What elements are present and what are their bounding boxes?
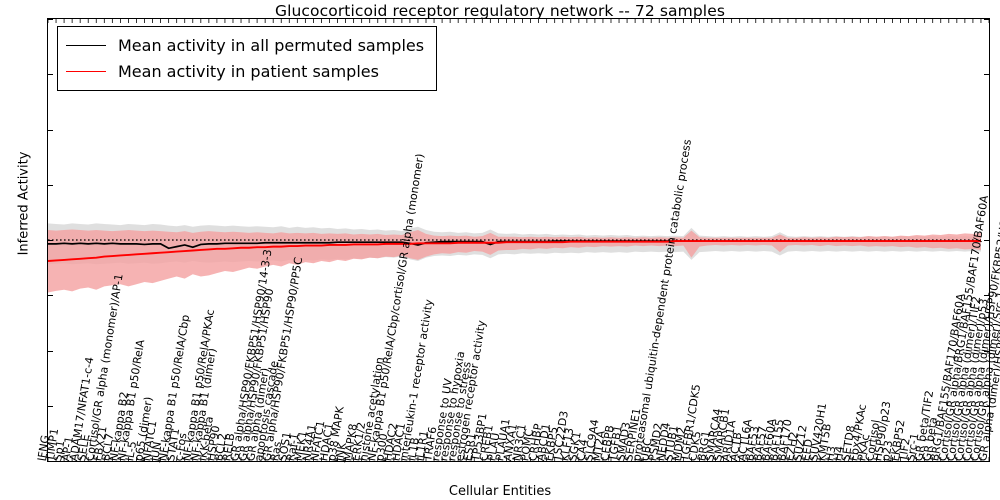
y-tick-mark	[48, 74, 53, 76]
plot-svg	[48, 19, 989, 461]
y-tick-mark	[48, 19, 53, 20]
y-axis-label: Inferred Activity	[16, 151, 32, 256]
plot-area: 43210−1−2−3−4	[47, 18, 990, 462]
y-tick-mark	[48, 129, 53, 131]
y-tick-mark	[48, 350, 53, 352]
legend-item-permuted: Mean activity in all permuted samples	[66, 32, 424, 58]
y-tick-mark	[984, 461, 989, 462]
y-tick-mark	[984, 405, 989, 407]
y-tick-mark	[984, 350, 989, 352]
y-tick-mark	[48, 240, 53, 241]
y-tick-mark	[984, 295, 989, 297]
y-tick-mark	[48, 405, 53, 407]
y-tick-mark	[48, 461, 53, 462]
chart-title: Glucocorticoid receptor regulatory netwo…	[274, 2, 726, 20]
patient-mean-line	[48, 240, 981, 262]
y-tick-mark	[984, 74, 989, 76]
legend-label-permuted: Mean activity in all permuted samples	[118, 35, 425, 55]
y-tick-mark	[984, 240, 989, 241]
chart-legend: Mean activity in all permuted samples Me…	[57, 26, 438, 91]
y-tick-mark	[984, 184, 989, 186]
y-tick-mark	[984, 129, 989, 131]
patient-samples-band	[48, 229, 981, 293]
y-tick-mark	[984, 19, 989, 20]
x-axis-tick-marks	[48, 19, 989, 461]
legend-swatch-permuted	[66, 44, 106, 46]
legend-swatch-patient	[66, 70, 106, 72]
y-tick-mark	[48, 295, 53, 297]
y-tick-mark	[48, 184, 53, 186]
legend-item-patient: Mean activity in patient samples	[66, 58, 424, 84]
legend-label-patient: Mean activity in patient samples	[118, 61, 379, 81]
x-axis-label: Cellular Entities	[448, 484, 552, 499]
